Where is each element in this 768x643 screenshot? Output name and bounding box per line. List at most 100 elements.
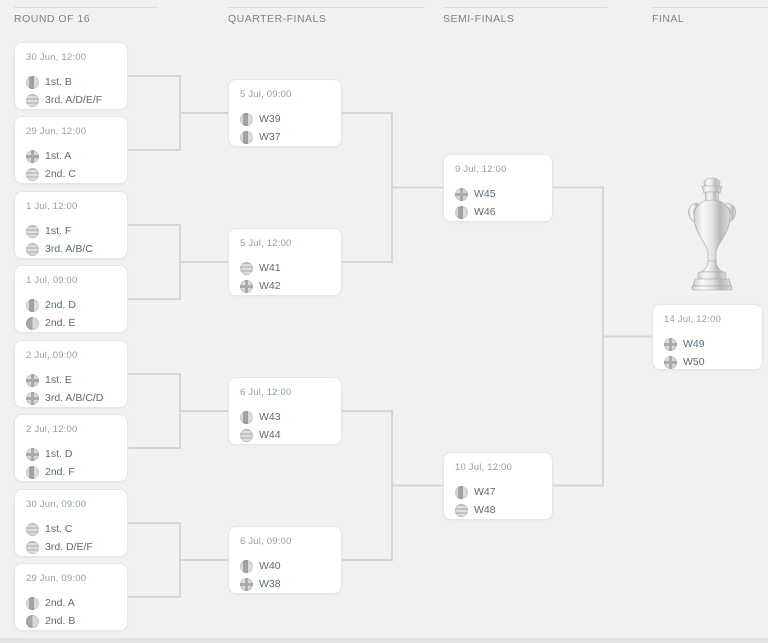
ball-cross bbox=[26, 149, 39, 163]
team-name: 2nd. F bbox=[45, 466, 75, 478]
team-name: W47 bbox=[474, 486, 496, 498]
team-name: W41 bbox=[259, 262, 281, 274]
match-datetime: 10 Jul, 12:00 bbox=[455, 462, 513, 473]
match-datetime: 29 Jun, 12:00 bbox=[26, 126, 87, 137]
team-row: W40 bbox=[240, 557, 330, 575]
team-row: W42 bbox=[240, 277, 330, 295]
team-name: W50 bbox=[683, 356, 705, 368]
team-name: W43 bbox=[259, 411, 281, 423]
team-row: W44 bbox=[240, 426, 330, 444]
team-row: W37 bbox=[240, 128, 330, 146]
match-datetime: 5 Jul, 09:00 bbox=[240, 89, 292, 100]
team-name: W48 bbox=[474, 504, 496, 516]
ball-vstripe bbox=[26, 596, 39, 610]
match-card-round-of-16-4[interactable]: 1 Jul, 09:00 2nd. D 2nd. E bbox=[14, 265, 128, 333]
team-name: W49 bbox=[683, 338, 705, 350]
team-row: 2nd. A bbox=[26, 594, 116, 612]
column-rule bbox=[227, 7, 425, 8]
ball-cross bbox=[664, 355, 677, 369]
team-name: 2nd. E bbox=[45, 317, 76, 329]
ball-cross bbox=[26, 373, 39, 387]
ball-hstripes bbox=[26, 224, 39, 238]
team-row: 3rd. A/D/E/F bbox=[26, 91, 116, 109]
team-name: W40 bbox=[259, 560, 281, 572]
ball-cross bbox=[26, 391, 39, 405]
match-datetime: 1 Jul, 09:00 bbox=[26, 275, 78, 286]
team-name: 1st. D bbox=[45, 448, 73, 460]
team-row: W50 bbox=[664, 353, 751, 371]
team-row: W39 bbox=[240, 110, 330, 128]
team-name: W39 bbox=[259, 113, 281, 125]
column-rule bbox=[14, 7, 158, 8]
ball-hstripes bbox=[240, 261, 253, 275]
team-row: W49 bbox=[664, 335, 751, 353]
ball-vstripe bbox=[240, 112, 253, 126]
column-rule bbox=[652, 7, 768, 8]
team-name: 3rd. A/D/E/F bbox=[45, 94, 103, 106]
match-datetime: 2 Jul, 12:00 bbox=[26, 424, 78, 435]
team-name: 1st. E bbox=[45, 374, 72, 386]
ball-vstripe bbox=[26, 298, 39, 312]
team-row: 1st. C bbox=[26, 520, 116, 538]
ball-cross bbox=[26, 447, 39, 461]
team-name: 3rd. D/E/F bbox=[45, 541, 93, 553]
team-name: W38 bbox=[259, 578, 281, 590]
team-name: 1st. A bbox=[45, 150, 72, 162]
team-row: 1st. D bbox=[26, 445, 116, 463]
team-row: W43 bbox=[240, 408, 330, 426]
team-name: W44 bbox=[259, 429, 281, 441]
match-datetime: 1 Jul, 12:00 bbox=[26, 201, 78, 212]
ball-vstripe bbox=[455, 485, 468, 499]
team-name: 2nd. C bbox=[45, 168, 76, 180]
match-datetime: 30 Jun, 09:00 bbox=[26, 499, 87, 510]
team-name: W46 bbox=[474, 206, 496, 218]
bottom-edge-strip bbox=[0, 638, 768, 643]
match-datetime: 6 Jul, 12:00 bbox=[240, 387, 292, 398]
ball-half bbox=[26, 316, 39, 330]
match-card-round-of-16-8[interactable]: 29 Jun, 09:00 2nd. A 2nd. B bbox=[14, 563, 128, 631]
team-row: 3rd. D/E/F bbox=[26, 538, 116, 556]
column-header-final: FINAL bbox=[652, 13, 685, 25]
match-datetime: 6 Jul, 09:00 bbox=[240, 536, 292, 547]
match-datetime: 2 Jul, 09:00 bbox=[26, 350, 78, 361]
ball-vstripe bbox=[26, 75, 39, 89]
match-datetime: 9 Jul, 12:00 bbox=[455, 164, 507, 175]
match-card-round-of-16-6[interactable]: 2 Jul, 12:00 1st. D 2nd. F bbox=[14, 414, 128, 482]
trophy-image bbox=[688, 177, 736, 291]
team-row: 2nd. C bbox=[26, 165, 116, 183]
match-datetime: 29 Jun, 09:00 bbox=[26, 573, 87, 584]
team-row: 2nd. E bbox=[26, 314, 116, 332]
team-row: 3rd. A/B/C bbox=[26, 240, 116, 258]
team-row: 2nd. D bbox=[26, 296, 116, 314]
ball-half bbox=[26, 614, 39, 628]
ball-cross bbox=[664, 337, 677, 351]
match-card-round-of-16-7[interactable]: 30 Jun, 09:00 1st. C 3rd. D/E/F bbox=[14, 489, 128, 557]
team-name: W42 bbox=[259, 280, 281, 292]
team-row: 2nd. F bbox=[26, 463, 116, 481]
ball-vstripe bbox=[455, 205, 468, 219]
match-card-round-of-16-2[interactable]: 29 Jun, 12:00 1st. A 2nd. C bbox=[14, 116, 128, 184]
ball-hstripes bbox=[26, 167, 39, 181]
team-name: 1st. C bbox=[45, 523, 73, 535]
team-row: 1st. E bbox=[26, 371, 116, 389]
ball-cross bbox=[455, 187, 468, 201]
ball-hstripes bbox=[26, 93, 39, 107]
ball-cross bbox=[240, 577, 253, 591]
team-name: 2nd. B bbox=[45, 615, 76, 627]
ball-hstripes bbox=[26, 522, 39, 536]
team-row: W47 bbox=[455, 483, 541, 501]
team-name: 2nd. D bbox=[45, 299, 76, 311]
team-row: 1st. F bbox=[26, 222, 116, 240]
